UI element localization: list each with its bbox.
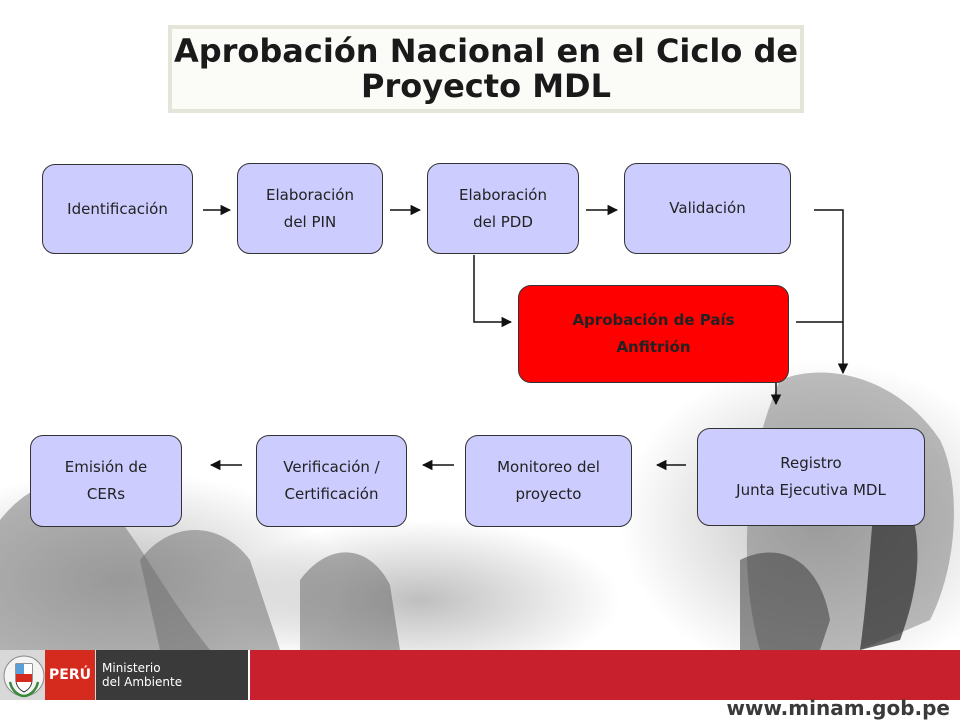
step-monitoreo-line-1: Monitoreo del: [497, 458, 600, 476]
title-box: Aprobación Nacional en el Ciclo de Proye…: [168, 25, 804, 113]
step-identificacion: Identificación: [42, 164, 193, 254]
step-pin-line-1: Elaboración: [266, 185, 354, 204]
national-shield-icon: [3, 655, 45, 698]
arrow-pdd-to-aprobacion: [473, 255, 513, 328]
ministry-line-1: Ministerio: [102, 661, 161, 675]
step-registro-line-1: Registro: [780, 454, 842, 472]
step-registro: Registro Junta Ejecutiva MDL: [697, 428, 925, 526]
title-line-2: Proyecto MDL: [361, 67, 611, 105]
step-identificacion-line-1: Identificación: [67, 199, 168, 218]
ministry-line-2: del Ambiente: [102, 675, 183, 689]
step-aprobacion-line-2: Anfitrión: [616, 338, 691, 356]
country-label: PERÚ: [49, 667, 91, 683]
step-verificacion-line-1: Verificación /: [283, 458, 380, 476]
title-line-1: Aprobación Nacional en el Ciclo de: [173, 32, 799, 70]
step-validacion-line-1: Validación: [669, 199, 746, 217]
step-verificacion: Verificación / Certificación: [256, 435, 407, 527]
step-emision: Emisión de CERs: [30, 435, 182, 527]
footer-divider: [248, 650, 250, 700]
step-monitoreo: Monitoreo del proyecto: [465, 435, 632, 527]
step-elaboracion-pin: Elaboración del PIN: [237, 163, 383, 254]
step-verificacion-line-2: Certificación: [284, 485, 379, 503]
arrow-validacion-to-registro: [814, 209, 849, 375]
step-monitoreo-line-2: proyecto: [515, 485, 582, 503]
website-link[interactable]: www.minam.gob.pe: [726, 696, 950, 720]
footer-red-stripe: [250, 650, 960, 700]
step-validacion: Validación: [624, 163, 791, 254]
step-pin-line-2: del PIN: [283, 212, 337, 231]
step-aprobacion-line-1: Aprobación de País: [572, 311, 735, 329]
step-registro-line-2: Junta Ejecutiva MDL: [736, 481, 886, 499]
step-elaboracion-pdd: Elaboración del PDD: [427, 163, 579, 254]
ministry-logo-block: Ministerio del Ambiente: [96, 650, 248, 700]
step-aprobacion-pais-anfitrion: Aprobación de País Anfitrión: [518, 285, 789, 383]
peru-logo-block: PERÚ: [45, 650, 95, 700]
step-pdd-line-2: del PDD: [473, 212, 533, 231]
step-emision-line-1: Emisión de: [64, 458, 148, 476]
step-pdd-line-1: Elaboración: [459, 185, 547, 204]
step-emision-line-2: CERs: [86, 485, 126, 503]
